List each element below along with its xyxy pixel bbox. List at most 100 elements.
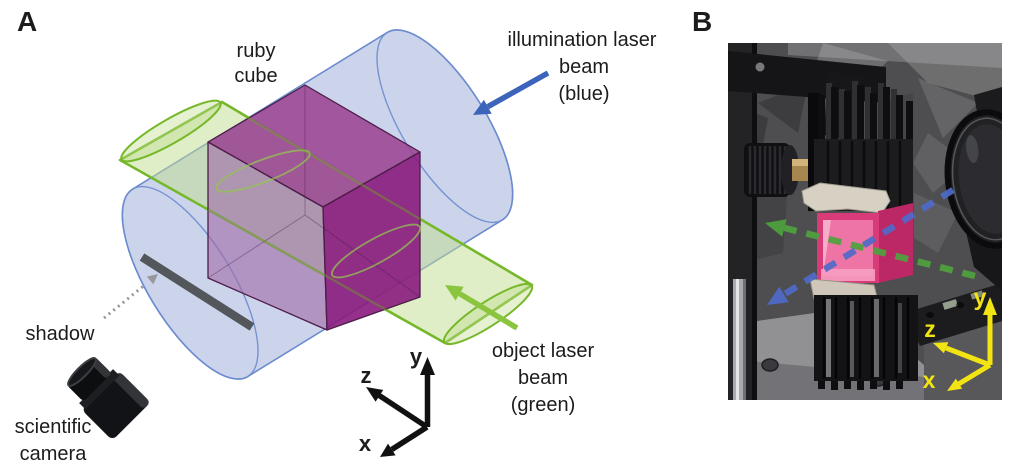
knob-knurling	[748, 146, 787, 194]
object-label-line1: object laser	[492, 340, 595, 362]
fin	[818, 381, 825, 389]
crinkle	[918, 78, 978, 138]
scientific-camera-icon	[67, 357, 149, 439]
fin-reflection	[826, 299, 831, 377]
fin	[831, 87, 838, 143]
blue-arrow-head	[473, 99, 492, 115]
fin	[857, 381, 864, 390]
fin-reflection	[874, 299, 879, 377]
illumination-label-line1: illumination laser	[508, 29, 657, 51]
knob-face	[781, 145, 799, 195]
fin	[857, 85, 864, 143]
panel-b-label: B	[692, 6, 712, 37]
illumination-label-line3: (blue)	[558, 83, 609, 105]
fin	[878, 83, 884, 141]
blue-arrow-line	[486, 70, 550, 110]
shadow-pointer-dotted-line	[103, 282, 147, 320]
heatsink-bottom-teeth	[818, 381, 903, 390]
ruby-cube-label-line2: cube	[234, 65, 277, 87]
heatsink-teeth-front	[818, 85, 913, 143]
blue-beam-dashed-arrow	[767, 187, 955, 305]
fin	[852, 81, 858, 141]
ruby-highlight	[823, 220, 831, 276]
ruby-cube	[207, 84, 421, 331]
screw-hole	[761, 358, 779, 372]
fin	[844, 381, 851, 389]
axes-b-heads	[933, 297, 997, 391]
axes-3d-panel-b: y z x	[923, 284, 997, 393]
heatsink-teeth-back	[826, 81, 897, 141]
metal-post-highlight	[736, 279, 739, 400]
axis-x-arrowhead	[947, 378, 963, 391]
blue-dash-arrowhead	[767, 286, 789, 305]
green-arrow-line	[458, 291, 519, 331]
camera-label-line2: camera	[20, 443, 88, 465]
camera-step-ring	[79, 369, 120, 410]
axes-b-lines	[945, 314, 993, 387]
fin	[831, 381, 838, 390]
fin	[896, 381, 903, 389]
axis-z-line	[372, 389, 429, 430]
axis-z-line	[945, 345, 991, 368]
bottom-heatsink	[814, 295, 918, 390]
panel-a-label: A	[17, 6, 37, 37]
axis-z-arrowhead	[933, 342, 949, 354]
green-arrow-head	[445, 285, 464, 301]
metal-post-shade	[743, 279, 746, 400]
shadow-label: shadow	[26, 323, 95, 345]
ruby-cube-label-line1: ruby	[237, 40, 276, 62]
fin-reflection	[850, 301, 854, 377]
panel-b-photo: y z x	[728, 43, 1002, 400]
fin	[818, 95, 825, 143]
beam-intersection-ellipse-upper	[215, 149, 311, 193]
fin	[906, 101, 913, 143]
axis-y-arrowhead	[420, 357, 435, 375]
fin	[870, 93, 877, 143]
axis-y-arrowhead	[983, 297, 997, 315]
axis-x-line	[957, 362, 992, 387]
fin	[844, 91, 851, 143]
heatsink-body-slits	[822, 297, 910, 379]
axis-y-label: y	[410, 344, 423, 369]
fin	[870, 381, 877, 389]
fin	[839, 89, 845, 141]
sheet-edges-over-cube	[207, 111, 421, 319]
crinkle	[913, 133, 968, 193]
lens-disc-rim	[951, 117, 1002, 241]
shadow-bar	[139, 253, 255, 331]
axis-z-label: z	[361, 363, 372, 388]
axis-x-line	[390, 424, 429, 452]
mount-plate-body	[904, 283, 1002, 346]
object-annotation-arrow	[445, 285, 519, 331]
axis-z-arrowhead	[366, 387, 384, 402]
green-dash-line	[783, 224, 976, 280]
mount-plate-hole	[926, 312, 934, 318]
optical-rail-edge	[752, 43, 757, 400]
fin	[826, 83, 832, 141]
cube-right-face	[322, 151, 421, 331]
beam-intersection-ellipse-lower	[330, 223, 422, 279]
axis-z-label: z	[924, 316, 936, 342]
mount-plate-mark	[942, 299, 958, 310]
green-dash-arrowhead	[765, 219, 787, 237]
camera-body-highlight	[114, 372, 149, 408]
brass-shaft-highlight	[792, 159, 818, 166]
shadow-pointer-arrowhead	[146, 274, 158, 285]
axis-y-label: y	[974, 284, 987, 310]
mount-plate-mark	[970, 290, 984, 300]
blue-dash-line	[782, 187, 955, 298]
axis-x-label: x	[923, 367, 936, 393]
crinkle	[888, 43, 1002, 103]
fin	[865, 87, 871, 141]
lens-mount-assembly	[944, 87, 1002, 291]
fin	[883, 87, 890, 143]
axes-3d-panel-a	[366, 357, 435, 457]
black-mount-plate	[904, 283, 1002, 346]
heatsink-body-slits	[826, 141, 902, 209]
panel-a: y z x A ruby cube illumination laser bea…	[15, 6, 657, 465]
camera-label-line1: scientific	[15, 416, 92, 438]
mount-plate-hole	[956, 302, 964, 308]
crinkle	[788, 43, 1002, 68]
